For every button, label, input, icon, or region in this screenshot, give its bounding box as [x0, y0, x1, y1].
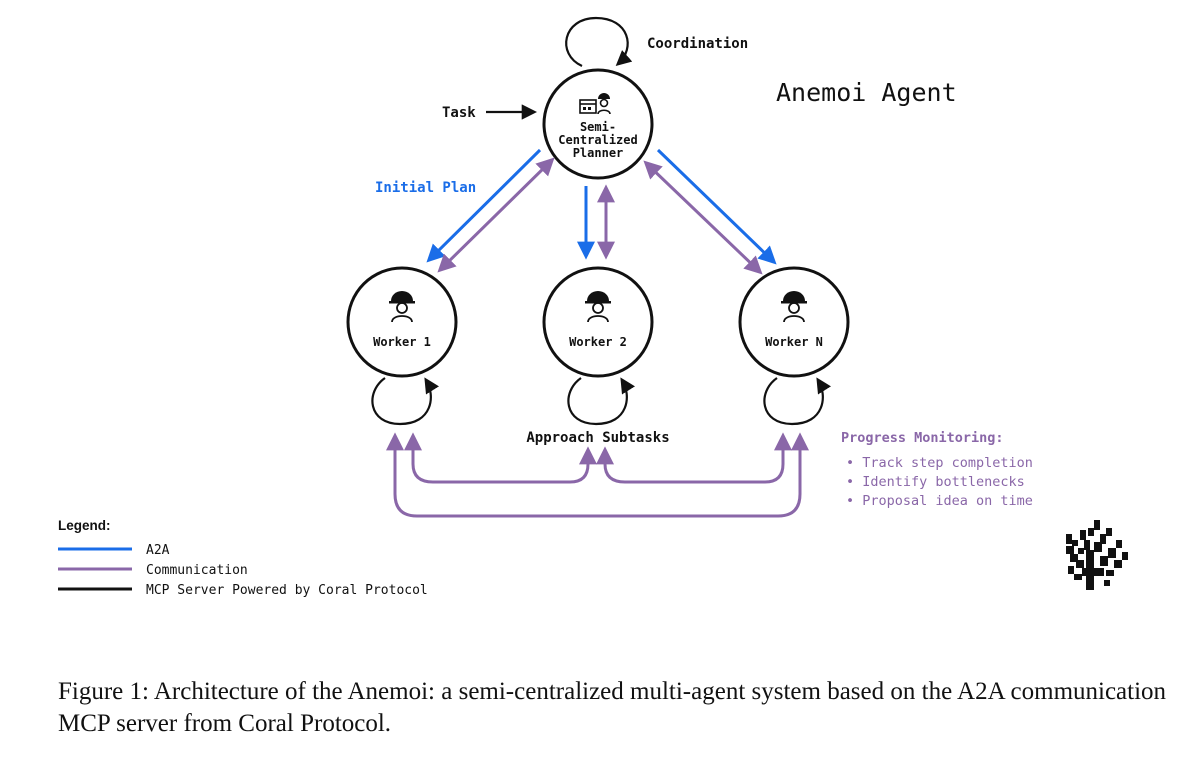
worker-helmet-icon [781, 291, 807, 323]
communication-arrow-planner-worker1 [437, 157, 555, 273]
legend-heading: Legend: [58, 518, 111, 533]
progress-item: • Proposal idea on time [846, 493, 1033, 509]
communication-arc-inner-right [596, 432, 792, 484]
architecture-diagram: Anemoi Agent Coordination Task Semi- Cen… [58, 16, 1128, 598]
a2a-arrow-planner-worker1 [426, 148, 542, 263]
coral-logo-icon [1066, 520, 1128, 590]
progress-item: • Identify bottlenecks [846, 474, 1025, 490]
legend-label-a2a: A2A [146, 543, 170, 558]
worker2-node [542, 266, 654, 378]
diagram-title: Anemoi Agent [776, 78, 957, 107]
worker1-self-loop [371, 377, 440, 426]
coordination-label: Coordination [647, 36, 748, 52]
planner-label-line3: Planner [573, 146, 624, 160]
figure-caption: Figure 1: Architecture of the Anemoi: a … [58, 678, 1167, 737]
communication-arc-outer [386, 432, 809, 518]
planner-label-line2: Centralized [558, 133, 637, 147]
legend: Legend: A2A Communication MCP Server Pow… [58, 518, 428, 598]
worker2-label: Worker 2 [569, 335, 627, 349]
communication-arrow-planner-workerN [643, 160, 763, 275]
progress-heading: Progress Monitoring: [841, 430, 1004, 446]
communication-arc-inner-left [404, 432, 597, 484]
worker-helmet-icon [389, 291, 415, 323]
workerN-self-loop [763, 377, 832, 426]
coordination-loop-arrow [565, 16, 633, 67]
worker1-node [346, 266, 458, 378]
planner-label-line1: Semi- [580, 120, 616, 134]
planner-worker-icon [579, 93, 611, 115]
worker2-self-loop [567, 377, 636, 426]
worker-helmet-icon [585, 291, 611, 323]
workerN-label: Worker N [765, 335, 823, 349]
approach-subtasks-label: Approach Subtasks [526, 430, 669, 446]
planner-node [542, 68, 654, 180]
legend-label-communication: Communication [146, 563, 248, 578]
a2a-arrow-planner-workerN [656, 148, 777, 265]
legend-label-mcp: MCP Server Powered by Coral Protocol [146, 583, 428, 598]
worker1-label: Worker 1 [373, 335, 431, 349]
task-label: Task [442, 105, 476, 121]
progress-item: • Track step completion [846, 455, 1033, 471]
workerN-node [738, 266, 850, 378]
initial-plan-label: Initial Plan [375, 180, 476, 196]
